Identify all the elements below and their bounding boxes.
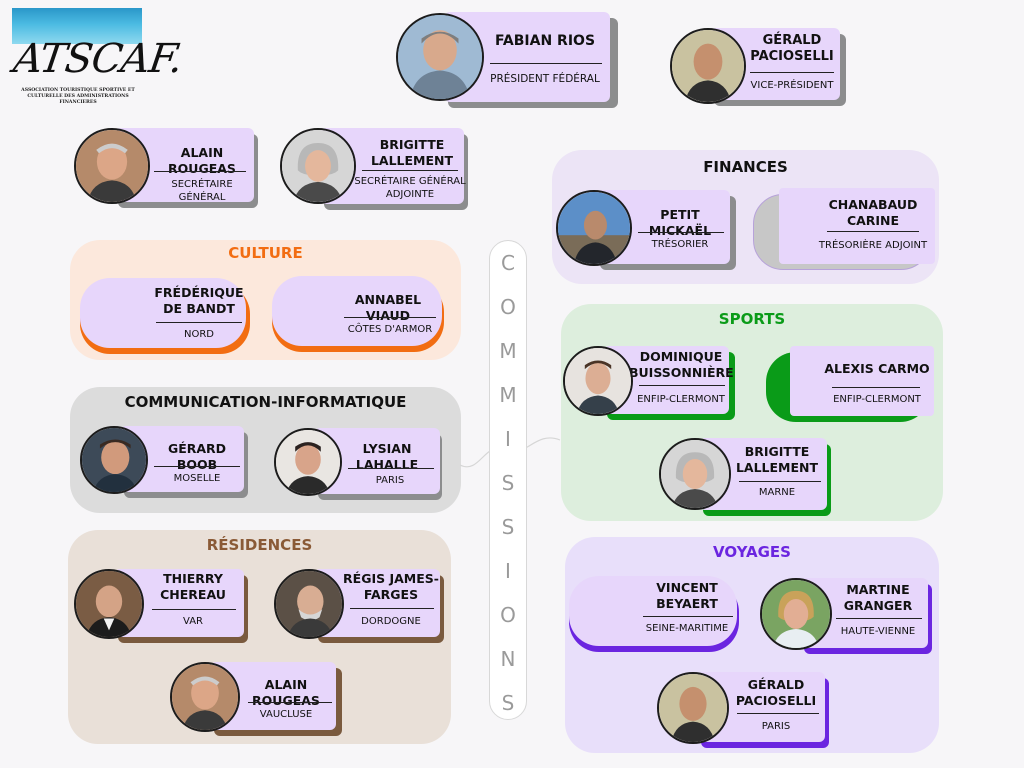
card-vice-president: GÉRALD PACIOSELLI VICE-PRÉSIDENT xyxy=(670,28,846,106)
logo-wave-band xyxy=(12,8,142,44)
member-role: PARIS xyxy=(375,475,405,486)
member-name: VINCENT BEYAERT xyxy=(656,580,718,611)
member-photo xyxy=(280,128,356,204)
card-deputy-secretary-general: BRIGITTE LALLEMENT SECRÉTAIRE GÉNÉRAL AD… xyxy=(280,128,468,210)
card-residences-1: THIERRY CHEREAU VAR xyxy=(74,569,248,643)
member-role: HAUTE-VIENNE xyxy=(840,626,916,637)
member-photo xyxy=(760,578,832,650)
member-role: SEINE-MARITIME xyxy=(645,623,729,634)
member-role: ENFIP-CLERMONT xyxy=(833,394,921,405)
member-photo xyxy=(657,672,729,744)
member-name: GÉRALD PACIOSELLI xyxy=(735,677,817,708)
member-name: ANNABEL VIAUD xyxy=(354,292,422,323)
member-role: VICE-PRÉSIDENT xyxy=(750,80,834,91)
logo-text: ATSCAF. xyxy=(10,36,185,82)
member-name: ALEXIS CARMO xyxy=(824,361,930,376)
commissions-column: C O M M I S S I O N S xyxy=(489,240,527,720)
member-photo xyxy=(563,346,633,416)
card-voyages-3: GÉRALD PACIOSELLI PARIS xyxy=(657,672,829,748)
card-culture-2: ANNABEL VIAUD CÔTES D'ARMOR xyxy=(272,276,444,352)
member-photo xyxy=(274,569,344,639)
card-culture-1: FRÉDÉRIQUE DE BANDT NORD xyxy=(80,278,250,354)
member-role: VAR xyxy=(183,616,203,627)
card-secretary-general: ALAIN ROUGEAS SECRÉTAIRE GÉNÉRAL xyxy=(74,128,258,208)
member-role: MOSELLE xyxy=(173,473,221,484)
member-role: PARIS xyxy=(761,721,791,732)
card-treasurer: PETIT MICKAËL TRÉSORIER xyxy=(556,190,736,270)
member-name: ALAIN ROUGEAS xyxy=(252,677,320,708)
member-role: PRÉSIDENT FÉDÉRAL xyxy=(490,73,600,85)
commissions-letter: S xyxy=(501,471,515,495)
member-photo xyxy=(274,428,342,496)
commissions-letter: C xyxy=(501,251,515,275)
member-role: VAUCLUSE xyxy=(259,709,313,720)
card-communication-2: LYSIAN LAHALLE PARIS xyxy=(274,428,442,500)
member-name: DOMINIQUE BUISSONNIÈRE xyxy=(629,349,734,380)
member-name: ALAIN ROUGEAS xyxy=(168,145,236,176)
member-photo xyxy=(396,13,484,101)
panel-title-communication: COMMUNICATION-INFORMATIQUE xyxy=(124,393,407,411)
commissions-letter: O xyxy=(500,603,516,627)
member-name: CHANABAUD CARINE xyxy=(828,197,918,228)
member-name: PETIT MICKAËL xyxy=(648,207,712,238)
member-role: TRÉSORIÈRE ADJOINT xyxy=(818,240,928,251)
logo-subtitle: ASSOCIATION TOURISTIQUE SPORTIVE ET CULT… xyxy=(21,88,135,105)
card-communication-1: GÉRARD BOOB MOSELLE xyxy=(80,426,248,498)
panel-title-finances: FINANCES xyxy=(703,158,788,176)
member-photo xyxy=(556,190,632,266)
member-photo xyxy=(670,28,746,104)
panel-title-culture: CULTURE xyxy=(228,244,303,262)
member-photo xyxy=(659,438,731,510)
member-role: SECRÉTAIRE GÉNÉRAL xyxy=(171,179,233,203)
member-role: DORDOGNE xyxy=(361,616,421,627)
member-role: NORD xyxy=(184,329,214,340)
member-name: GÉRALD PACIOSELLI xyxy=(750,33,834,64)
atscaf-logo: ATSCAF. ASSOCIATION TOURISTIQUE SPORTIVE… xyxy=(11,8,185,105)
member-role: ENFIP-CLERMONT xyxy=(637,394,725,405)
member-name: FABIAN RIOS xyxy=(494,33,596,49)
member-name: BRIGITTE LALLEMENT xyxy=(735,444,819,475)
member-photo xyxy=(74,569,144,639)
card-president: FABIAN RIOS PRÉSIDENT FÉDÉRAL xyxy=(396,12,618,108)
member-role: MARNE xyxy=(758,487,796,498)
card-voyages-1: VINCENT BEYAERT SEINE-MARITIME xyxy=(569,576,739,652)
member-name: MARTINE GRANGER xyxy=(843,582,913,613)
card-residences-2: RÉGIS JAMES-FARGES DORDOGNE xyxy=(274,569,444,643)
member-name: GÉRARD BOOB xyxy=(167,441,227,472)
member-role: TRÉSORIER xyxy=(651,239,709,250)
member-name: BRIGITTE LALLEMENT xyxy=(370,137,454,168)
commissions-letter: I xyxy=(505,559,511,583)
member-photo xyxy=(170,662,240,732)
member-role: CÔTES D'ARMOR xyxy=(347,324,433,335)
member-role: SECRÉTAIRE GÉNÉRAL ADJOINTE xyxy=(354,176,466,200)
card-sports-3: BRIGITTE LALLEMENT MARNE xyxy=(659,438,831,516)
commissions-letter: M xyxy=(499,339,517,363)
commissions-letter: S xyxy=(501,515,515,539)
member-name: FRÉDÉRIQUE DE BANDT xyxy=(154,285,244,316)
member-name: RÉGIS JAMES-FARGES xyxy=(343,571,439,602)
card-residences-3: ALAIN ROUGEAS VAUCLUSE xyxy=(170,662,342,736)
panel-title-sports: SPORTS xyxy=(718,310,786,328)
member-name: THIERRY CHEREAU xyxy=(160,571,226,602)
commissions-letter: S xyxy=(501,691,515,715)
commissions-letter: M xyxy=(499,383,517,407)
panel-title-residences: RÉSIDENCES xyxy=(206,536,313,554)
panel-title-voyages: VOYAGES xyxy=(713,543,791,561)
member-photo xyxy=(74,128,150,204)
card-voyages-2: MARTINE GRANGER HAUTE-VIENNE xyxy=(760,578,932,654)
member-photo xyxy=(80,426,148,494)
commissions-letter: N xyxy=(500,647,516,671)
card-deputy-treasurer: CHANABAUD CARINE TRÉSORIÈRE ADJOINT xyxy=(753,188,935,270)
commissions-letter: O xyxy=(500,295,516,319)
commissions-letter: I xyxy=(505,427,511,451)
card-sports-1: DOMINIQUE BUISSONNIÈRE ENFIP-CLERMONT xyxy=(563,346,735,420)
card-sports-2: ALEXIS CARMO ENFIP-CLERMONT xyxy=(766,346,934,422)
